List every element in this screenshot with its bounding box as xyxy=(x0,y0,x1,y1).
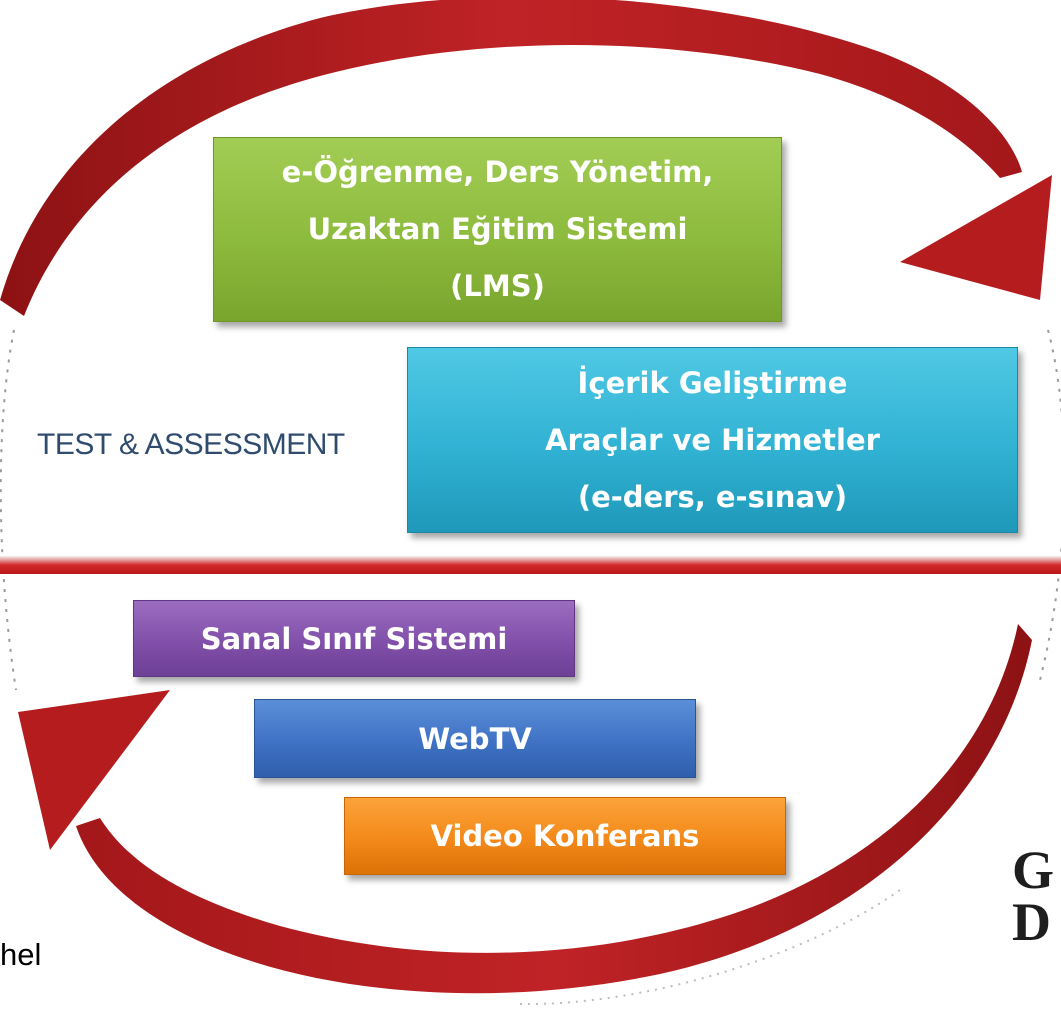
cropped-text-fragment: hel xyxy=(0,937,42,972)
content-line-3: (e-ders, e-sınav) xyxy=(577,479,848,514)
webtv-label: WebTV xyxy=(418,721,532,756)
circle-outline xyxy=(0,329,17,691)
top-arrow xyxy=(0,0,1022,316)
video-conference-label: Video Konferans xyxy=(430,819,700,853)
logo-fragment: G D xyxy=(1012,840,1055,952)
circle-outline xyxy=(1039,329,1061,681)
virtual-class-label: Sanal Sınıf Sistemi xyxy=(200,621,508,656)
test-assessment-label: TEST & ASSESSMENT xyxy=(37,428,345,461)
divider-bar xyxy=(0,556,1061,574)
content-line-2: Araçlar ve Hizmetler xyxy=(545,422,880,457)
top-arrow-head xyxy=(900,175,1052,300)
logo-letter-1: G xyxy=(1012,840,1055,900)
logo-letter-2: D xyxy=(1012,892,1051,952)
circle-outline xyxy=(519,889,901,1006)
lms-line-1: e-Öğrenme, Ders Yönetim, xyxy=(281,155,714,189)
lms-box: e-Öğrenme, Ders Yönetim, Uzaktan Eğitim … xyxy=(213,137,782,322)
lms-line-3: (LMS) xyxy=(450,269,545,303)
webtv-box: WebTV xyxy=(254,699,696,778)
lms-line-2: Uzaktan Eğitim Sistemi xyxy=(307,212,688,246)
video-conference-box: Video Konferans xyxy=(344,797,786,875)
virtual-class-box: Sanal Sınıf Sistemi xyxy=(133,600,575,677)
bottom-arrow xyxy=(76,624,1032,994)
bottom-arrow-head xyxy=(18,690,170,850)
content-development-box: İçerik Geliştirme Araçlar ve Hizmetler (… xyxy=(407,347,1018,533)
content-line-1: İçerik Geliştirme xyxy=(577,365,848,400)
